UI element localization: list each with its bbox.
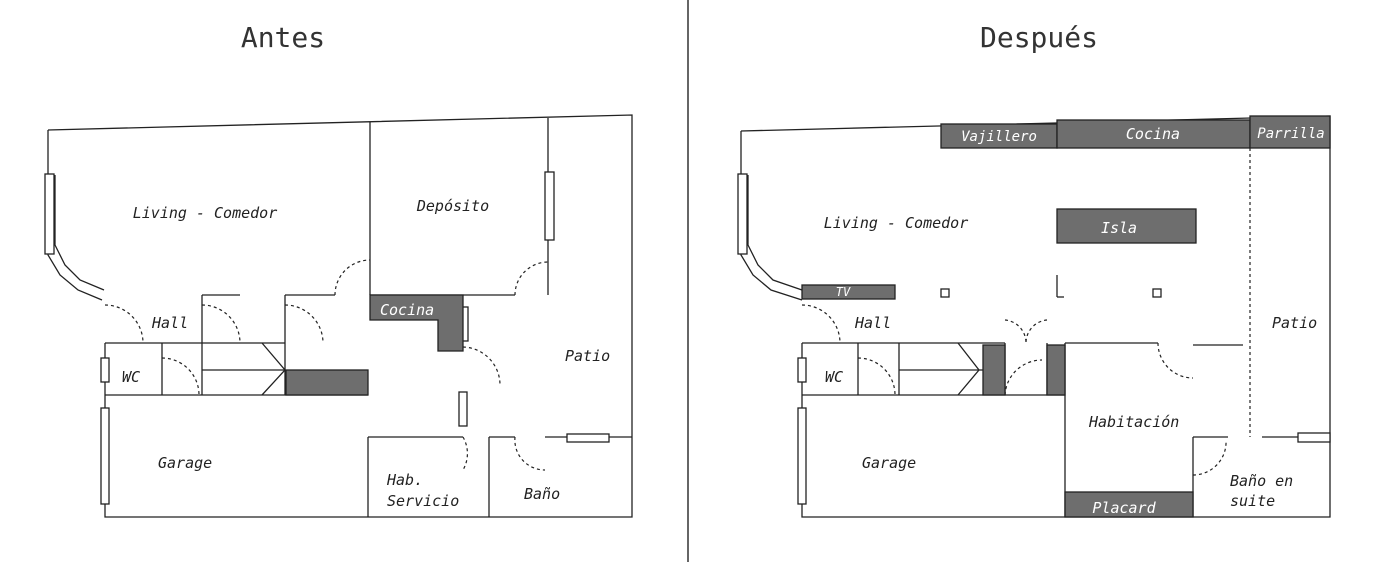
after-bano-label-line1: Baño en bbox=[1230, 472, 1293, 490]
before-wall-block bbox=[285, 369, 369, 396]
before-room-labels: Living - Comedor Depósito Cocina Hall WC… bbox=[122, 197, 610, 510]
after-parrilla-block bbox=[1249, 115, 1331, 149]
after-patio-label: Patio bbox=[1272, 314, 1317, 332]
before-hab-label-line1: Hab. bbox=[386, 471, 423, 489]
after-tv-block bbox=[801, 284, 896, 300]
before-deposito-label: Depósito bbox=[416, 197, 489, 215]
after-wall-block-1 bbox=[982, 344, 1006, 396]
before-cocina-block bbox=[369, 294, 464, 352]
after-door-swings bbox=[801, 304, 1227, 476]
before-bano-label: Baño bbox=[524, 485, 560, 503]
after-room-labels: Vajillero Cocina Parrilla Living - Comed… bbox=[824, 125, 1325, 517]
before-garage-label: Garage bbox=[158, 454, 212, 472]
after-filled-elements bbox=[801, 115, 1331, 518]
after-bano-label-line2: suite bbox=[1230, 492, 1275, 510]
after-placard-label: Placard bbox=[1092, 499, 1156, 517]
after-parrilla-label: Parrilla bbox=[1257, 126, 1324, 142]
before-patio-label: Patio bbox=[565, 347, 610, 365]
after-living-label: Living - Comedor bbox=[824, 214, 969, 232]
after-placard-block bbox=[1064, 491, 1194, 518]
after-columns bbox=[940, 288, 1162, 298]
after-wall-block-2 bbox=[1046, 344, 1066, 396]
after-tv-label: TV bbox=[836, 285, 851, 299]
before-title: Antes bbox=[241, 21, 325, 54]
before-panel: Antes bbox=[44, 21, 633, 518]
after-cocina-block bbox=[1056, 119, 1251, 149]
after-vajillero-label: Vajillero bbox=[961, 129, 1037, 145]
before-windows bbox=[44, 171, 610, 505]
before-hab-label-line2: Servicio bbox=[387, 492, 459, 510]
after-vajillero-block bbox=[940, 123, 1058, 149]
before-living-label: Living - Comedor bbox=[133, 204, 278, 222]
after-title: Después bbox=[980, 21, 1098, 54]
before-wc-label: WC bbox=[122, 368, 140, 386]
before-door-swings bbox=[104, 259, 549, 471]
after-habitacion-label: Habitación bbox=[1088, 413, 1179, 431]
after-windows bbox=[737, 173, 1331, 505]
after-hall-label: Hall bbox=[854, 314, 891, 332]
after-garage-label: Garage bbox=[862, 454, 916, 472]
after-wc-label: WC bbox=[825, 368, 843, 386]
after-panel: Después bbox=[737, 21, 1331, 518]
before-hall-label: Hall bbox=[151, 314, 188, 332]
before-filled-elements bbox=[285, 294, 464, 396]
after-cocina-label: Cocina bbox=[1126, 125, 1180, 143]
after-isla-label: Isla bbox=[1101, 219, 1137, 237]
before-cocina-label: Cocina bbox=[380, 301, 434, 319]
after-isla-block bbox=[1056, 208, 1197, 244]
